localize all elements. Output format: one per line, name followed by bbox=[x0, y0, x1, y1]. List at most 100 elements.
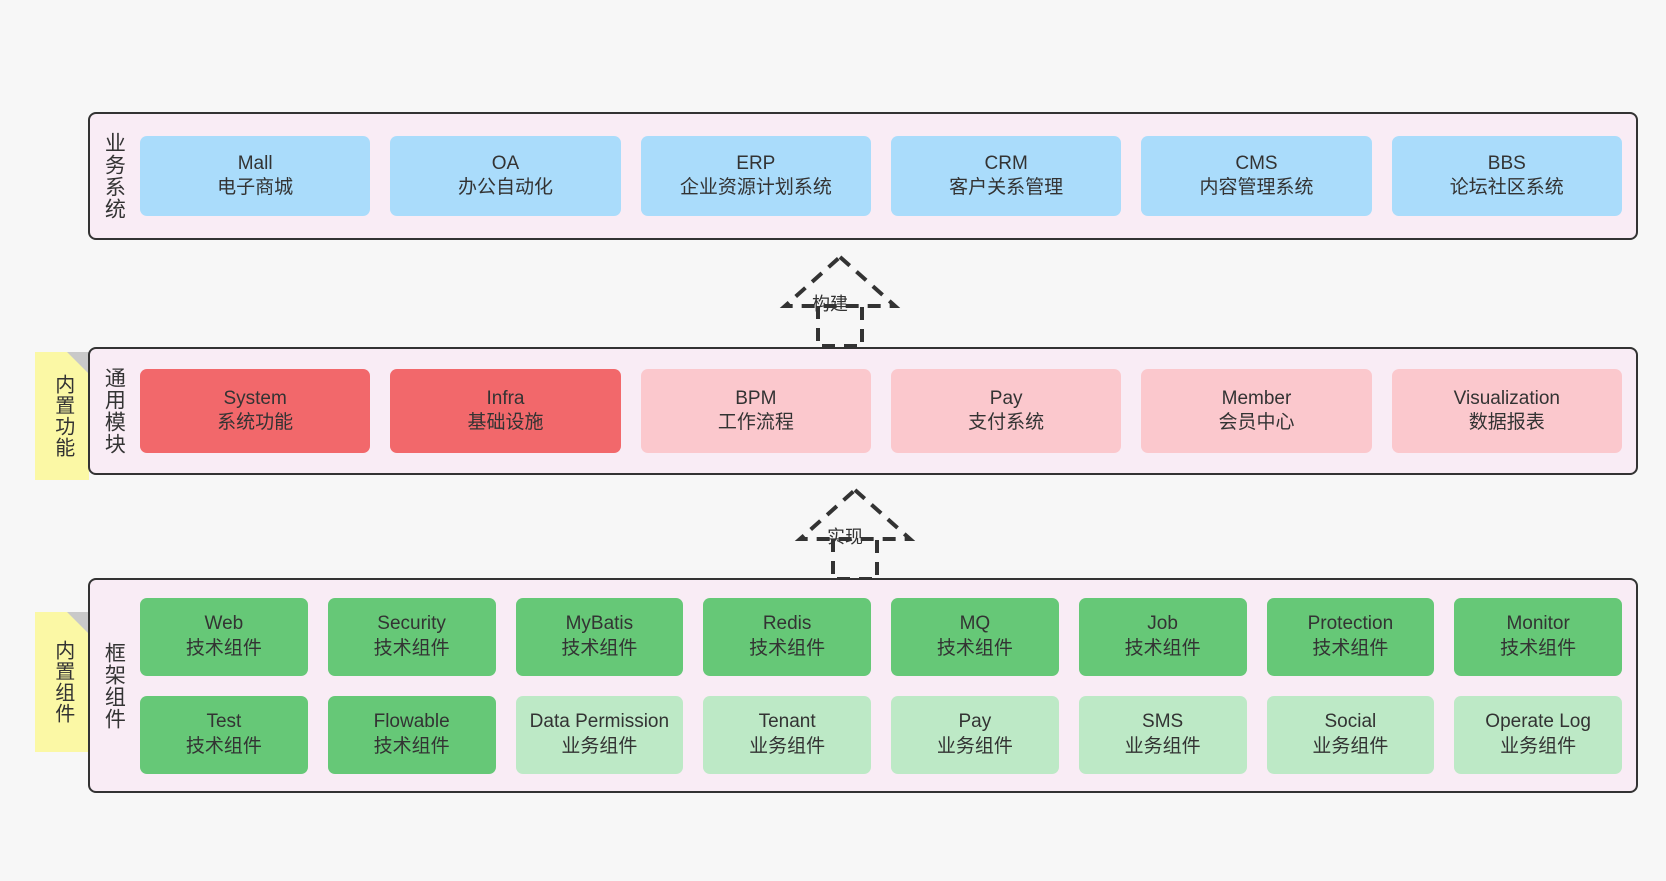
card-subtitle: 办公自动化 bbox=[457, 177, 553, 198]
card-subtitle: 数据报表 bbox=[1468, 412, 1545, 433]
card-subtitle: 技术组件 bbox=[373, 735, 450, 757]
connector-build bbox=[745, 249, 935, 349]
card-monitor[interactable]: Monitor 技术组件 bbox=[1454, 597, 1622, 676]
card-title: BPM bbox=[735, 387, 777, 409]
layer-business-system: 业务系统 Mall 电子商城 OA 办公自动化 ERP 企业资源计划系统 CRM… bbox=[88, 112, 1638, 240]
card-oa[interactable]: OA 办公自动化 bbox=[390, 136, 621, 216]
card-title: CRM bbox=[984, 152, 1028, 174]
card-title: ERP bbox=[736, 152, 776, 174]
card-test[interactable]: Test 技术组件 bbox=[140, 695, 308, 774]
card-title: MyBatis bbox=[565, 613, 634, 635]
layer-common-modules: 通用模块 System 系统功能 Infra 基础设施 BPM 工作流程 Pay… bbox=[88, 347, 1638, 475]
card-sms[interactable]: SMS 业务组件 bbox=[1078, 695, 1247, 774]
layer-business-system-body: Mall 电子商城 OA 办公自动化 ERP 企业资源计划系统 CRM 客户关系… bbox=[136, 114, 1636, 238]
layer-common-modules-title: 通用模块 bbox=[102, 367, 126, 455]
card-data-permission[interactable]: Data Permission 业务组件 bbox=[515, 695, 684, 774]
card-title: Test bbox=[206, 711, 242, 733]
card-title: Mall bbox=[237, 152, 273, 174]
card-subtitle: 技术组件 bbox=[1500, 637, 1577, 659]
card-title: MQ bbox=[959, 613, 991, 635]
card-title: Protection bbox=[1307, 613, 1394, 635]
card-title: BBS bbox=[1487, 152, 1526, 174]
card-title: Redis bbox=[762, 613, 812, 635]
card-title: SMS bbox=[1142, 711, 1184, 733]
card-title: OA bbox=[491, 152, 520, 174]
card-job[interactable]: Job 技术组件 bbox=[1078, 597, 1247, 676]
card-redis[interactable]: Redis 技术组件 bbox=[703, 597, 871, 676]
card-social[interactable]: Social 业务组件 bbox=[1266, 695, 1435, 774]
card-subtitle: 支付系统 bbox=[968, 412, 1045, 433]
card-tenant[interactable]: Tenant 业务组件 bbox=[703, 695, 871, 774]
card-subtitle: 业务组件 bbox=[749, 735, 826, 757]
card-row: Mall 电子商城 OA 办公自动化 ERP 企业资源计划系统 CRM 客户关系… bbox=[140, 136, 1622, 216]
card-protection[interactable]: Protection 技术组件 bbox=[1266, 597, 1435, 676]
card-system[interactable]: System 系统功能 bbox=[140, 369, 371, 453]
card-mybatis[interactable]: MyBatis 技术组件 bbox=[515, 597, 684, 676]
card-title: Visualization bbox=[1453, 387, 1560, 409]
card-cms[interactable]: CMS 内容管理系统 bbox=[1141, 136, 1372, 216]
card-web[interactable]: Web 技术组件 bbox=[140, 597, 308, 676]
card-visualization[interactable]: Visualization 数据报表 bbox=[1391, 369, 1622, 453]
card-subtitle: 工作流程 bbox=[717, 412, 794, 433]
layer-framework-components-title: 框架组件 bbox=[102, 641, 126, 730]
card-subtitle: 业务组件 bbox=[1124, 735, 1201, 757]
card-subtitle: 技术组件 bbox=[1124, 637, 1201, 659]
card-subtitle: 论坛社区系统 bbox=[1449, 177, 1564, 198]
card-title: Tenant bbox=[758, 711, 816, 733]
connector-implement bbox=[760, 482, 950, 582]
note-built-in-functions: 内置功能 bbox=[35, 352, 89, 480]
card-subtitle: 技术组件 bbox=[936, 637, 1013, 659]
card-mall[interactable]: Mall 电子商城 bbox=[140, 136, 371, 216]
card-title: Web bbox=[204, 613, 244, 635]
card-subtitle: 业务组件 bbox=[936, 735, 1013, 757]
card-subtitle: 内容管理系统 bbox=[1199, 177, 1314, 198]
layer-framework-components-body: Web 技术组件 Security 技术组件 MyBatis 技术组件 Redi… bbox=[136, 580, 1636, 791]
card-title: Monitor bbox=[1506, 613, 1570, 635]
note-label: 内置功能 bbox=[51, 374, 74, 458]
card-flowable[interactable]: Flowable 技术组件 bbox=[327, 695, 496, 774]
card-subtitle: 业务组件 bbox=[1312, 735, 1389, 757]
card-subtitle: 业务组件 bbox=[561, 735, 638, 757]
card-subtitle: 系统功能 bbox=[217, 412, 294, 433]
card-infra[interactable]: Infra 基础设施 bbox=[390, 369, 621, 453]
card-subtitle: 技术组件 bbox=[1312, 637, 1389, 659]
card-subtitle: 会员中心 bbox=[1218, 412, 1295, 433]
card-title: Data Permission bbox=[529, 711, 670, 733]
card-subtitle: 基础设施 bbox=[467, 412, 544, 433]
card-subtitle: 业务组件 bbox=[1500, 735, 1577, 757]
card-subtitle: 企业资源计划系统 bbox=[679, 177, 832, 198]
card-pay[interactable]: Pay 支付系统 bbox=[890, 369, 1122, 453]
card-title: Operate Log bbox=[1485, 711, 1591, 733]
card-title: Job bbox=[1147, 613, 1178, 635]
card-operate-log[interactable]: Operate Log 业务组件 bbox=[1454, 695, 1622, 774]
card-pay-component[interactable]: Pay 业务组件 bbox=[891, 695, 1059, 774]
card-security[interactable]: Security 技术组件 bbox=[327, 597, 496, 676]
card-row: Web 技术组件 Security 技术组件 MyBatis 技术组件 Redi… bbox=[140, 597, 1622, 676]
card-row: Test 技术组件 Flowable 技术组件 Data Permission … bbox=[140, 695, 1622, 774]
note-label: 内置组件 bbox=[51, 640, 74, 724]
card-subtitle: 技术组件 bbox=[749, 637, 826, 659]
card-subtitle: 技术组件 bbox=[561, 637, 638, 659]
layer-business-system-title: 业务系统 bbox=[102, 132, 126, 220]
card-subtitle: 技术组件 bbox=[373, 637, 450, 659]
card-bbs[interactable]: BBS 论坛社区系统 bbox=[1391, 136, 1622, 216]
card-bpm[interactable]: BPM 工作流程 bbox=[640, 369, 871, 453]
card-title: Security bbox=[377, 613, 446, 635]
card-title: Member bbox=[1221, 387, 1292, 409]
card-erp[interactable]: ERP 企业资源计划系统 bbox=[640, 136, 871, 216]
card-subtitle: 客户关系管理 bbox=[949, 177, 1064, 198]
card-title: Flowable bbox=[373, 711, 450, 733]
card-subtitle: 技术组件 bbox=[185, 637, 262, 659]
dashed-hollow-arrow-up-icon bbox=[794, 487, 916, 581]
card-title: Social bbox=[1324, 711, 1377, 733]
connector-build-label: 构建 bbox=[812, 294, 848, 314]
card-title: Infra bbox=[486, 387, 525, 409]
card-title: Pay bbox=[989, 387, 1023, 409]
card-title: Pay bbox=[958, 711, 992, 733]
card-crm[interactable]: CRM 客户关系管理 bbox=[890, 136, 1122, 216]
card-member[interactable]: Member 会员中心 bbox=[1141, 369, 1372, 453]
card-row: System 系统功能 Infra 基础设施 BPM 工作流程 Pay 支付系统… bbox=[140, 369, 1622, 453]
card-mq[interactable]: MQ 技术组件 bbox=[891, 597, 1059, 676]
connector-implement-label: 实现 bbox=[827, 527, 863, 547]
